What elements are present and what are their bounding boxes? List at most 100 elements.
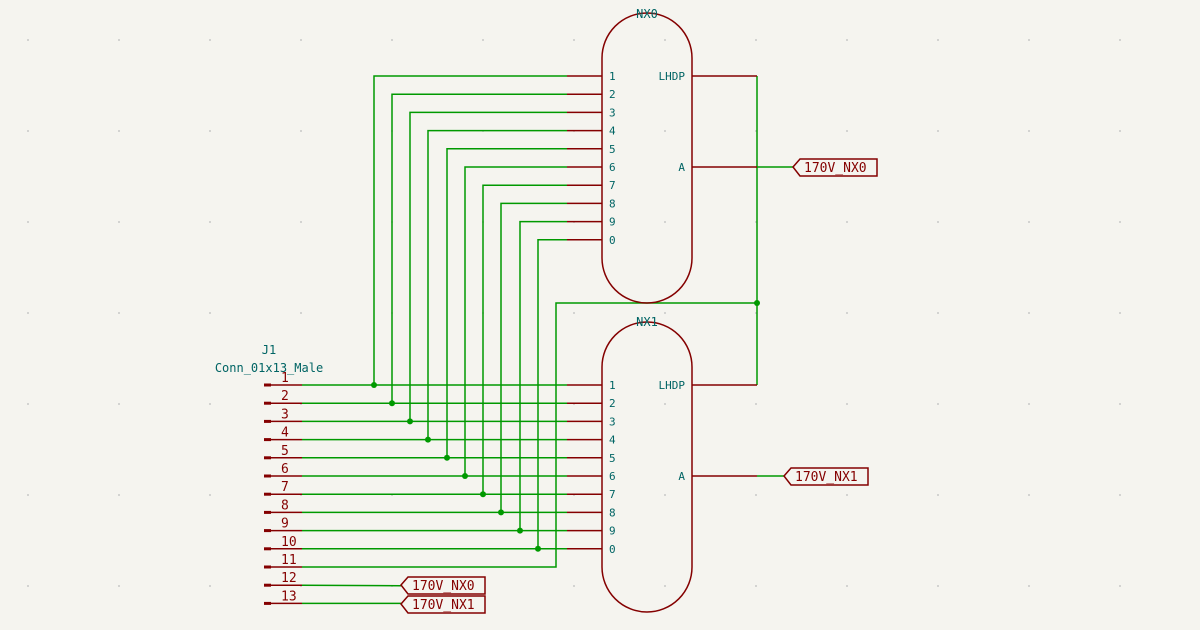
grid-dot: [937, 130, 939, 132]
grid-dot: [846, 312, 848, 314]
grid-dot: [846, 39, 848, 41]
tube-pin-number: 9: [609, 216, 616, 229]
tube-pin-number: 6: [609, 161, 616, 174]
tube-pin-number: 5: [609, 452, 616, 465]
label-nx0-supply[interactable]: 170V_NX0: [792, 158, 878, 177]
grid-dot: [846, 403, 848, 405]
grid-dot: [937, 585, 939, 587]
grid-dot: [1119, 221, 1121, 223]
grid-dot: [1028, 403, 1030, 405]
grid-dot: [27, 130, 29, 132]
grid-dot: [664, 494, 666, 496]
tube-nx1-a-name: A: [678, 470, 685, 483]
tube-nx0-a-name: A: [678, 161, 685, 174]
label-nx1-supply-shape: [783, 467, 869, 486]
grid-dot: [1028, 39, 1030, 41]
tube-pin-number: 3: [609, 106, 616, 119]
grid-dot: [482, 39, 484, 41]
wire: [373, 75, 567, 385]
connector-pin-number: 9: [281, 517, 289, 532]
grid-dot: [1119, 312, 1121, 314]
grid: [27, 39, 1121, 587]
connector-pin-number: 10: [281, 535, 297, 550]
grid-dot: [27, 585, 29, 587]
grid-dot: [937, 221, 939, 223]
grid-dot: [300, 130, 302, 132]
wire: [464, 166, 567, 476]
tube-nx0-ref: NX0: [636, 7, 658, 21]
grid-dot: [937, 403, 939, 405]
wire: [301, 584, 402, 587]
label-conn-13-shape: [400, 595, 486, 614]
grid-dot: [937, 494, 939, 496]
tube-pin-number: 2: [609, 397, 616, 410]
grid-dot: [573, 585, 575, 587]
wire: [482, 184, 567, 495]
wire: [446, 148, 567, 458]
grid-dot: [1119, 494, 1121, 496]
grid-dot: [118, 130, 120, 132]
grid-dot: [118, 403, 120, 405]
wire: [519, 220, 567, 531]
grid-dot: [118, 494, 120, 496]
label-nx0-supply-shape: [792, 158, 878, 177]
tube-nx1-lhdp-name: LHDP: [659, 379, 686, 392]
tube-nx0-body: [601, 12, 693, 304]
grid-dot: [209, 221, 211, 223]
junction: [425, 436, 431, 443]
grid-dot: [209, 39, 211, 41]
wire: [391, 93, 567, 404]
grid-dot: [755, 585, 757, 587]
grid-dot: [209, 312, 211, 314]
tube-pin-number: 6: [609, 470, 616, 483]
tube-pin-number: 3: [609, 415, 616, 428]
grid-dot: [1119, 585, 1121, 587]
grid-dot: [664, 221, 666, 223]
label-conn-12-shape: [400, 576, 486, 595]
connector-pin-number: 12: [281, 571, 297, 586]
grid-dot: [118, 585, 120, 587]
tube-pin-number: 7: [609, 179, 616, 192]
junction: [462, 473, 468, 479]
grid-dot: [27, 403, 29, 405]
grid-dot: [573, 39, 575, 41]
connector-pin-number: 4: [281, 426, 289, 441]
grid-dot: [846, 221, 848, 223]
tube-pin-number: 0: [609, 234, 616, 247]
grid-dot: [664, 403, 666, 405]
label-conn-12[interactable]: 170V_NX0: [400, 576, 486, 595]
tube-pin-number: 8: [609, 197, 616, 210]
grid-dot: [937, 312, 939, 314]
grid-dot: [300, 221, 302, 223]
grid-dot: [755, 494, 757, 496]
connector-pin-number: 8: [281, 498, 289, 513]
connector-pin-number: 13: [281, 589, 297, 604]
tube-pin-number: 2: [609, 88, 616, 101]
tube-nx1-body: [601, 321, 693, 613]
grid-dot: [27, 221, 29, 223]
tube-pin-number: 4: [609, 434, 616, 447]
junction: [371, 382, 377, 388]
grid-dot: [755, 39, 757, 41]
connector-pin-number: 3: [281, 407, 289, 422]
label-nx1-supply[interactable]: 170V_NX1: [783, 467, 869, 486]
junction: [535, 545, 541, 552]
grid-dot: [755, 403, 757, 405]
wire: [427, 129, 567, 440]
grid-dot: [664, 312, 666, 314]
grid-dot: [118, 39, 120, 41]
label-conn-13[interactable]: 170V_NX1: [400, 595, 486, 614]
junction: [444, 454, 450, 461]
junction: [407, 418, 413, 425]
connector-pin-number: 1: [281, 371, 289, 386]
grid-dot: [1119, 130, 1121, 132]
junction: [480, 491, 486, 498]
tube-nx1-ref: NX1: [636, 315, 658, 329]
tube-pin-number: 8: [609, 506, 616, 519]
grid-dot: [118, 221, 120, 223]
